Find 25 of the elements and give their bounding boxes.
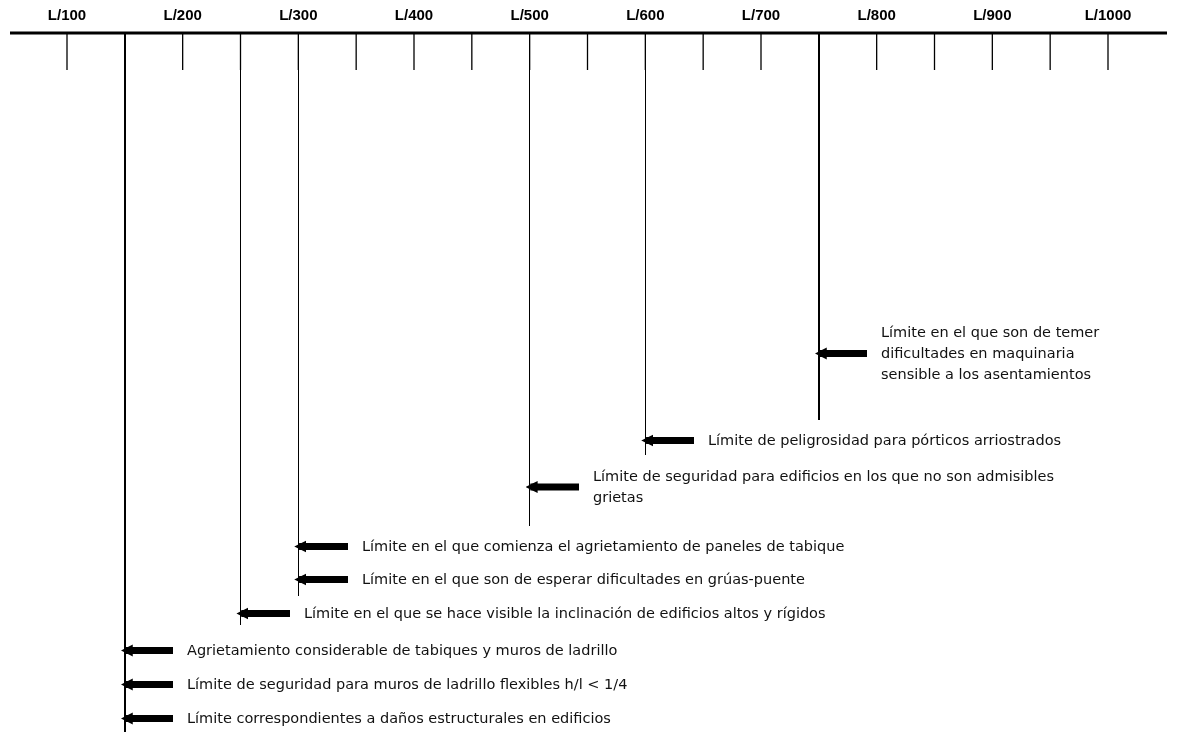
- scale-label: L/600: [626, 6, 665, 23]
- limit-note: Agrietamiento considerable de tabiques y muros de ladrillo: [173, 640, 618, 661]
- limit-note: Límite en el que son de temer dificultades en maquinaria sensible a los asentamientos: [867, 322, 1116, 385]
- limit-line: [297, 34, 300, 596]
- limit-line: [124, 34, 126, 732]
- limit-note: Límite correspondientes a daños estructurales en edificios: [173, 708, 611, 729]
- limit-line: [818, 34, 820, 420]
- scale-label: L/1000: [1084, 6, 1132, 23]
- limit-note: Límite de seguridad para edificios en los que no son admisibles grietas: [579, 466, 1073, 508]
- scale-label: L/500: [510, 6, 549, 23]
- limit-note: Límite en el que son de esperar dificultades en grúas-puente: [348, 569, 805, 590]
- limit-note: Límite de peligrosidad para pórticos arriostrados: [694, 430, 1062, 451]
- scale-label: L/900: [973, 6, 1012, 23]
- limit-line: [239, 34, 242, 625]
- scale-label: L/700: [741, 6, 781, 23]
- scale-label: L/300: [279, 6, 318, 23]
- limit-line: [644, 34, 647, 455]
- limit-note: Límite en el que comienza el agrietamiento de paneles de tabique: [348, 536, 845, 557]
- limit-note: Límite en el que se hace visible la inclinación de edificios altos y rígidos: [290, 603, 826, 624]
- scale-label: L/200: [163, 6, 202, 23]
- scale-label: L/400: [394, 6, 434, 23]
- limit-note: Límite de seguridad para muros de ladrillo flexibles h/l < 1/4: [173, 674, 628, 695]
- limit-line: [528, 34, 531, 526]
- scale-label: L/100: [47, 6, 87, 23]
- scale-label: L/800: [857, 6, 896, 23]
